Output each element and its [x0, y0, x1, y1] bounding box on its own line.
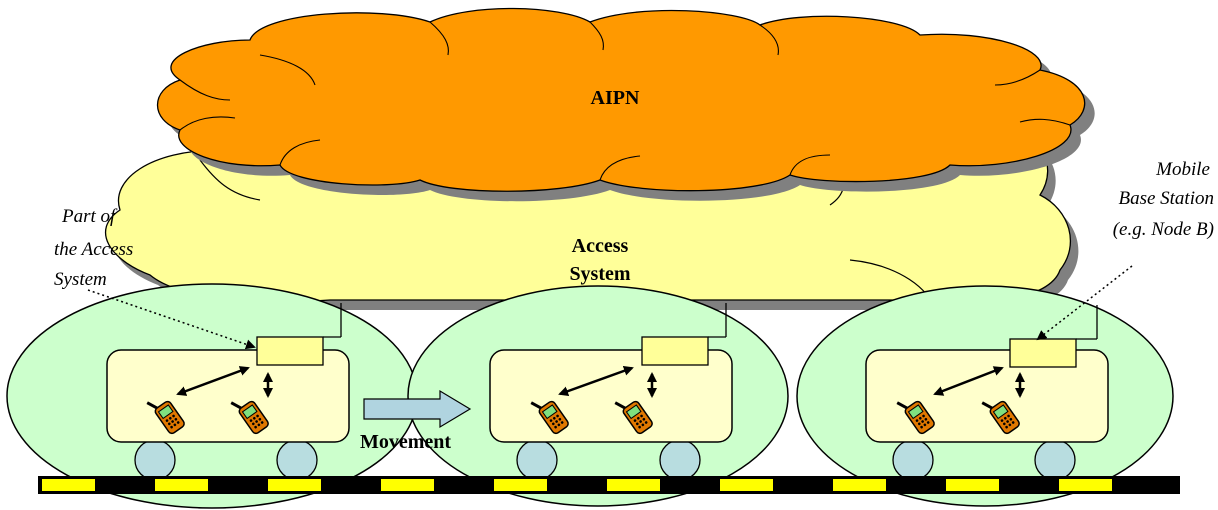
base-station-icon [1009, 338, 1077, 368]
vehicle-1 [106, 303, 350, 481]
part-of-access-system-label-line1: Part of [61, 206, 118, 227]
rail-track [38, 476, 1180, 494]
movement-arrow-icon [363, 389, 472, 429]
movement-label: Movement [360, 431, 451, 453]
link-arrow [176, 366, 250, 396]
base-station-icon [256, 336, 324, 366]
access-system-label-line1: Access [572, 235, 629, 257]
part-of-access-system-label-line2: the Access [54, 239, 133, 260]
wheel [1034, 439, 1076, 481]
mobile-base-station-label-line1: Mobile [1155, 159, 1210, 180]
wheel [516, 439, 558, 481]
access-system-label-line2: System [569, 263, 630, 285]
link-arrow [558, 366, 634, 396]
wheel [276, 439, 318, 481]
wheel [659, 439, 701, 481]
part-of-access-system-label-line3: System [54, 269, 107, 290]
vehicle-3 [865, 305, 1109, 481]
mobile-base-station-label-line2: Base Station [1118, 188, 1214, 209]
vehicle-2 [489, 303, 733, 481]
wheel [134, 439, 176, 481]
link-arrow [933, 366, 1004, 396]
aipn-cloud [156, 7, 1086, 192]
callout-line-part-of-access [87, 289, 256, 350]
mobile-base-station-label-line3: (e.g. Node B) [1113, 219, 1214, 240]
wheel [892, 439, 934, 481]
base-station-icon [641, 336, 709, 366]
aipn-label: AIPN [591, 87, 640, 109]
